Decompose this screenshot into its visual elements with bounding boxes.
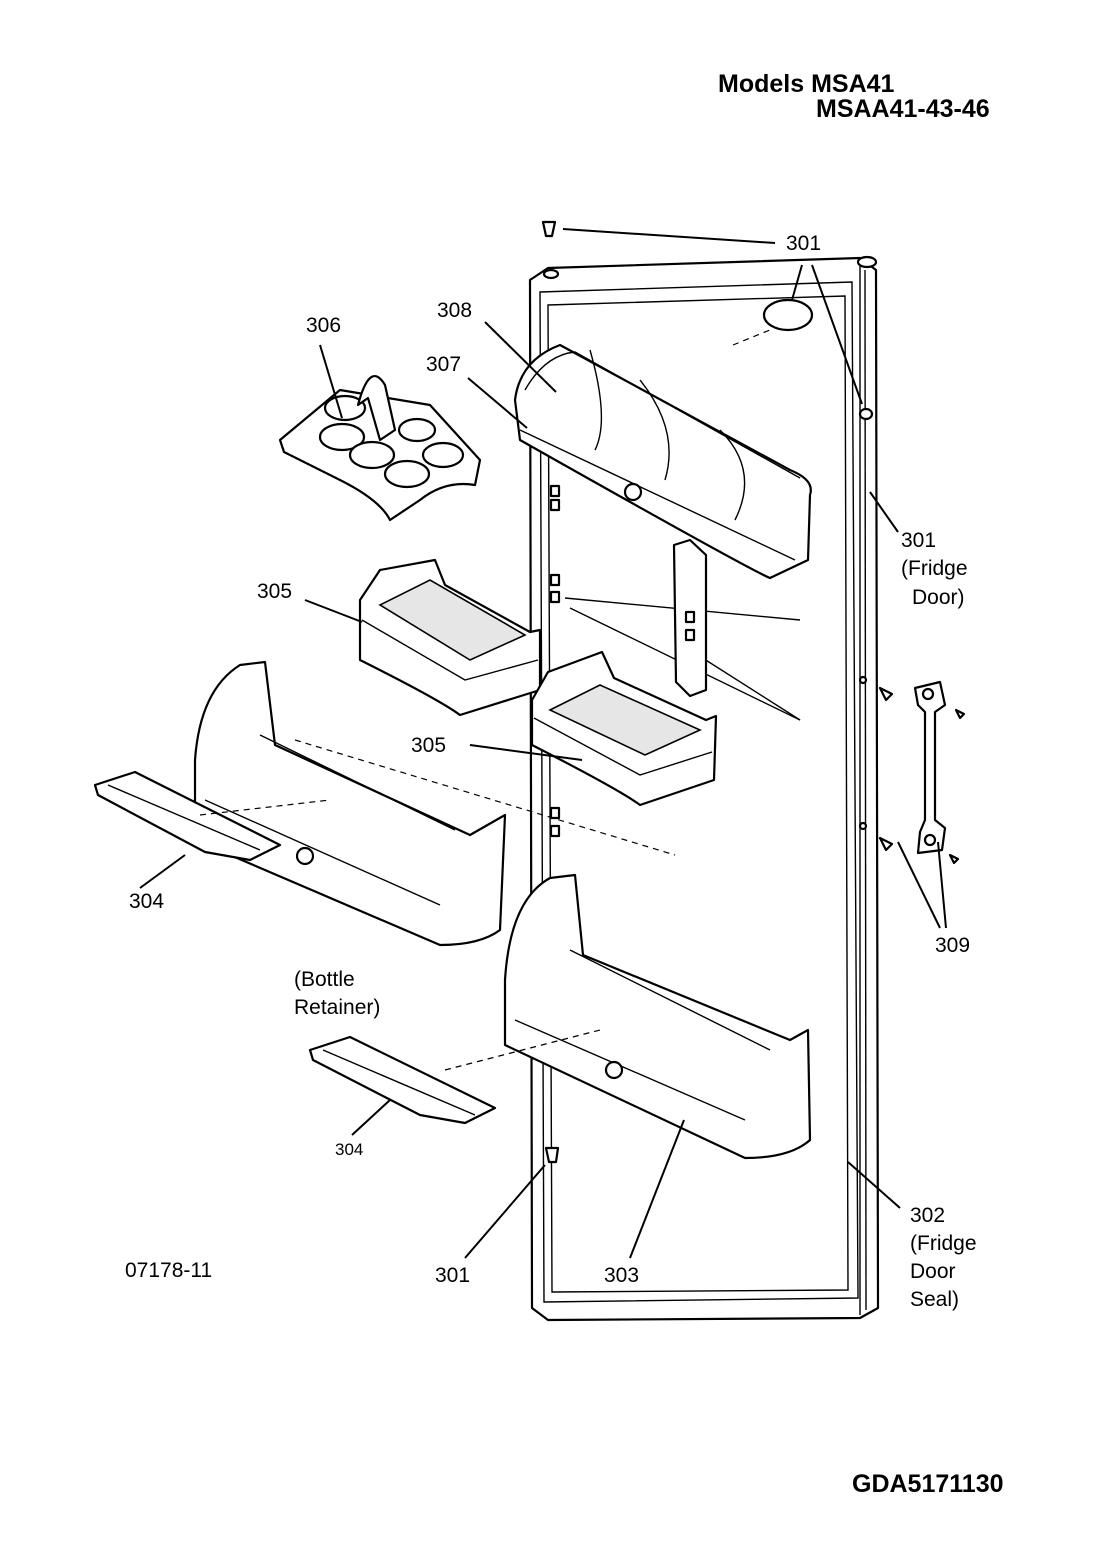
label-302-text2: Door [910,1260,956,1283]
door-handle [913,680,947,855]
bottle-bin-left [193,660,507,947]
label-304-small: 304 [335,1140,364,1159]
dairy-compartment [513,343,812,580]
label-bottle-retainer-line1: (Bottle [294,968,355,991]
label-302-text1: (Fridge [910,1232,977,1255]
label-301-bottom: 301 [435,1264,471,1287]
label-bottle-retainer-line2: Retainer) [294,996,381,1019]
bottle-retainer-left [93,770,282,862]
leader-lines [139,228,947,1259]
label-301-top: 301 [786,232,822,255]
bottle-retainer-bottom [308,1035,497,1125]
label-308: 308 [437,299,473,322]
screw-bottom [544,1146,560,1164]
hinge-cap-oval [762,298,814,332]
label-301-door-number: 301 [901,529,937,552]
hinge-cap-small [858,407,874,421]
egg-tray [278,375,482,522]
screw-top [541,220,557,238]
assembly-guide-lines [199,329,771,1071]
label-304-left: 304 [129,890,165,913]
bottle-bin-bottom [503,873,812,1160]
handle-screw-3 [954,708,966,720]
label-305-upper: 305 [257,580,293,603]
figure-reference: 07178-11 [125,1259,213,1282]
label-307: 307 [426,353,462,376]
handle-screw-4 [948,853,960,865]
label-303: 303 [604,1264,640,1287]
models-title-line1: Models MSA41 [718,70,895,98]
label-301-door-text2: Door) [912,586,965,609]
drawing-code: GDA5171130 [852,1470,1004,1498]
label-306: 306 [306,314,342,337]
label-302-number: 302 [910,1204,946,1227]
label-309: 309 [935,934,971,957]
label-305-middle: 305 [411,734,447,757]
label-302-text3: Seal) [910,1288,960,1311]
label-301-door-text1: (Fridge [901,557,968,580]
handle-screw-2 [878,836,894,852]
models-title-line2: MSAA41-43-46 [816,95,990,123]
handle-screw-1 [878,686,894,702]
door-shelf-middle [530,650,718,807]
door-shelf-upper [358,558,542,717]
